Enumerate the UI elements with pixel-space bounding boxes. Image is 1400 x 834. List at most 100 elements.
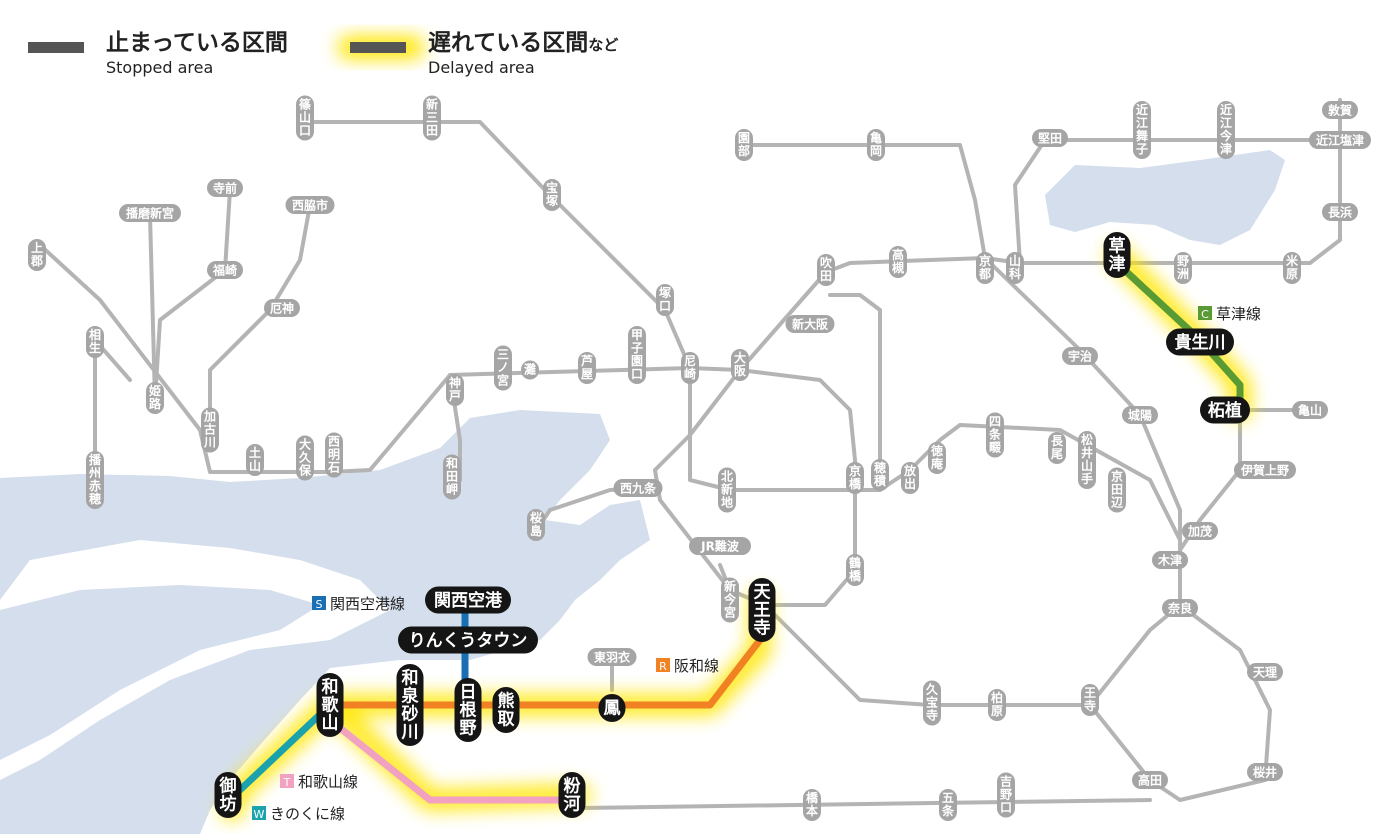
station-shinsanda[interactable]: 新三田 bbox=[423, 95, 441, 141]
station-name: 徳庵 bbox=[930, 443, 944, 471]
station-wakayama[interactable]: 和歌山 bbox=[316, 673, 344, 737]
station-yamashina[interactable]: 山科 bbox=[1006, 252, 1024, 284]
station-oji[interactable]: 王寺 bbox=[1081, 684, 1099, 716]
station-fukusaki[interactable]: 福崎 bbox=[207, 261, 243, 279]
station-marker bbox=[1132, 771, 1168, 789]
station-sannomiya[interactable]: 三ノ宮 bbox=[494, 345, 512, 391]
station-wadamisaki[interactable]: 和田岬 bbox=[443, 454, 461, 500]
station-osaka[interactable]: 大阪 bbox=[731, 349, 749, 381]
station-kyoto[interactable]: 京都 bbox=[976, 252, 994, 284]
station-shijonawate[interactable]: 四条畷 bbox=[986, 412, 1004, 458]
station-hineno[interactable]: 日根野 bbox=[454, 678, 482, 742]
station-koshienguchi[interactable]: 甲子園口 bbox=[628, 326, 646, 384]
station-marker bbox=[146, 382, 164, 414]
station-kizu[interactable]: 木津 bbox=[1152, 551, 1188, 569]
station-kumatori[interactable]: 熊取 bbox=[492, 687, 520, 733]
station-takada[interactable]: 高田 bbox=[1132, 771, 1168, 789]
station-kusatsu_kibukawa[interactable]: 貴生川 bbox=[1166, 328, 1234, 356]
station-sasayamaguchi[interactable]: 篠山口 bbox=[296, 95, 314, 141]
station-sakurai[interactable]: 桜井 bbox=[1247, 763, 1283, 781]
station-iga[interactable]: 伊賀上野 bbox=[1234, 461, 1296, 479]
station-suita[interactable]: 吹田 bbox=[817, 254, 835, 286]
station-nishikujo[interactable]: 西九条 bbox=[613, 479, 663, 497]
station-takarazuka[interactable]: 宝塚 bbox=[543, 179, 561, 211]
station-okubo[interactable]: 大久保 bbox=[296, 435, 314, 481]
station-yasu[interactable]: 野洲 bbox=[1174, 252, 1192, 284]
station-kokawa[interactable]: 粉河 bbox=[558, 772, 586, 818]
station-kibuki[interactable]: 柘植 bbox=[1200, 396, 1250, 424]
station-kakogawa[interactable]: 加古川 bbox=[201, 407, 219, 453]
station-higashihagoromo[interactable]: 東羽衣 bbox=[587, 648, 637, 666]
station-banshuako[interactable]: 播州赤穂 bbox=[86, 451, 104, 509]
station-hozumi[interactable]: 穂積 bbox=[871, 459, 889, 491]
station-marker bbox=[785, 315, 835, 333]
station-kansaiairport[interactable]: 関西空港 bbox=[425, 586, 511, 614]
station-nishiakashi[interactable]: 西明石 bbox=[325, 432, 343, 478]
station-marker bbox=[446, 374, 464, 406]
osaka-bay-water bbox=[0, 410, 650, 834]
station-name: 神戸 bbox=[449, 375, 461, 403]
station-marker bbox=[1174, 252, 1192, 284]
station-omishiotsu[interactable]: 近江塩津 bbox=[1309, 131, 1371, 149]
station-shinimamiya[interactable]: 新今宮 bbox=[721, 577, 739, 623]
station-shinosaka[interactable]: 新大阪 bbox=[785, 315, 835, 333]
station-sonobe[interactable]: 園部 bbox=[735, 129, 753, 161]
station-yoshinoguchi[interactable]: 吉野口 bbox=[997, 772, 1015, 818]
station-maibara[interactable]: 米原 bbox=[1283, 252, 1301, 284]
station-rinku[interactable]: りんくうタウン bbox=[398, 626, 538, 654]
station-nagao[interactable]: 長尾 bbox=[1048, 432, 1066, 464]
station-tennoji[interactable]: 天王寺 bbox=[748, 578, 776, 642]
station-name: 和歌山 bbox=[322, 677, 340, 733]
station-joyo[interactable]: 城陽 bbox=[1122, 406, 1158, 424]
station-nishiwakishi[interactable]: 西脇市 bbox=[285, 196, 335, 214]
station-tsuruga[interactable]: 敦賀 bbox=[1322, 101, 1358, 119]
station-takatsuki[interactable]: 高槻 bbox=[889, 246, 907, 278]
station-omiimazu[interactable]: 近江今津 bbox=[1217, 101, 1235, 159]
station-hashimoto[interactable]: 橋本 bbox=[803, 789, 821, 821]
station-kameoka[interactable]: 亀岡 bbox=[867, 129, 885, 161]
station-kobe[interactable]: 神戸 bbox=[446, 374, 464, 406]
station-kyotanabe[interactable]: 京田辺 bbox=[1108, 467, 1126, 513]
station-jrnamba[interactable]: JR難波 bbox=[689, 537, 751, 555]
station-himeji[interactable]: 姫路 bbox=[146, 382, 164, 414]
station-tokuan[interactable]: 徳庵 bbox=[928, 442, 946, 474]
legend-stopped-en: Stopped area bbox=[106, 58, 213, 77]
station-hanaten[interactable]: 放出 bbox=[901, 462, 919, 494]
station-name: 桜島 bbox=[530, 510, 542, 538]
station-name: 京田辺 bbox=[1111, 469, 1123, 510]
station-ashiya[interactable]: 芦屋 bbox=[578, 352, 596, 384]
station-kamigori[interactable]: 上郡 bbox=[28, 239, 46, 271]
station-harimashingu[interactable]: 播磨新宮 bbox=[119, 204, 181, 222]
station-amagasaki[interactable]: 尼崎 bbox=[681, 352, 699, 384]
station-otori[interactable]: 鳳 bbox=[598, 694, 626, 722]
station-aioi[interactable]: 相生 bbox=[86, 326, 104, 358]
station-tsukaguchi[interactable]: 塚口 bbox=[656, 284, 674, 316]
station-name: 加茂 bbox=[1187, 523, 1212, 538]
station-name: 姫路 bbox=[149, 383, 162, 411]
station-omimaiko[interactable]: 近江舞子 bbox=[1133, 101, 1151, 159]
station-yakujin[interactable]: 厄神 bbox=[264, 299, 300, 317]
station-katata[interactable]: 堅田 bbox=[1032, 129, 1068, 147]
station-nada[interactable]: 灘 bbox=[521, 360, 539, 380]
station-kameyama[interactable]: 亀山 bbox=[1292, 401, 1328, 419]
station-marker bbox=[492, 687, 520, 733]
station-nagahama[interactable]: 長浜 bbox=[1322, 203, 1358, 221]
station-kyuhoji[interactable]: 久宝寺 bbox=[923, 680, 941, 726]
station-gobo[interactable]: 御坊 bbox=[214, 772, 242, 818]
station-tsuruhashi[interactable]: 鶴橋 bbox=[846, 554, 864, 586]
station-izumisunagawa[interactable]: 和泉砂川 bbox=[396, 664, 424, 746]
station-nara[interactable]: 奈良 bbox=[1162, 599, 1198, 617]
station-marker bbox=[1322, 101, 1358, 119]
station-dobo[interactable]: 土山 bbox=[246, 444, 264, 476]
station-kitashinchi[interactable]: 北新地 bbox=[718, 467, 736, 513]
station-kamo[interactable]: 加茂 bbox=[1182, 522, 1218, 540]
station-kashiwara[interactable]: 柏原 bbox=[988, 689, 1006, 721]
station-tenri[interactable]: 天理 bbox=[1247, 663, 1283, 681]
station-matsuiyamate[interactable]: 松井山手 bbox=[1078, 431, 1096, 489]
station-gojo[interactable]: 五条 bbox=[939, 789, 957, 821]
station-teramae[interactable]: 寺前 bbox=[207, 179, 243, 197]
station-uji[interactable]: 宇治 bbox=[1062, 347, 1098, 365]
station-sakurajima[interactable]: 桜島 bbox=[527, 509, 545, 541]
station-kyobashi[interactable]: 京橋 bbox=[846, 462, 864, 494]
station-kusatsu[interactable]: 草津 bbox=[1103, 232, 1131, 278]
